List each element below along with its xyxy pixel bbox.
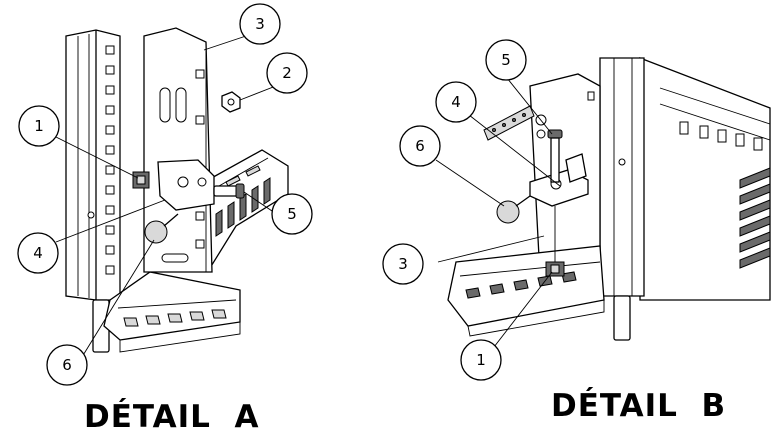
knob-part-6-b: [496, 195, 531, 224]
callout-a-2: 2: [266, 52, 308, 94]
callout-b-1: 1: [460, 339, 502, 381]
callout-b-4-label: 4: [451, 93, 461, 111]
vertical-post-b: [599, 57, 645, 341]
callout-a-3: 3: [239, 3, 281, 45]
ruler-strip: [483, 105, 535, 141]
callout-b-5: 5: [485, 39, 527, 81]
base-rail: [103, 271, 241, 353]
bolt-part-5: [213, 183, 245, 199]
callout-a-6-label: 6: [62, 356, 72, 374]
cage-nut-part-1: [132, 171, 150, 189]
callout-a-5: 5: [271, 193, 313, 235]
detail-b-drawing: 5 4 6 3 1: [382, 39, 771, 381]
callout-b-1-label: 1: [476, 351, 486, 369]
cross-beam: [199, 149, 289, 270]
cabinet-frame: [639, 57, 771, 301]
callout-a-3-label: 3: [255, 15, 265, 33]
callout-a-4-label: 4: [33, 244, 43, 262]
bracket-part-4-b: [529, 153, 589, 207]
callout-b-5-label: 5: [501, 51, 511, 69]
post-mounting-holes: [87, 45, 115, 275]
callout-a-1-label: 1: [34, 117, 44, 135]
detail-b-title: DÉTAIL B: [551, 388, 727, 424]
callout-a-6: 6: [46, 344, 88, 386]
bottom-rail-b: [447, 245, 605, 337]
bracket-part-4: [157, 159, 215, 211]
front-mounting-plate: [143, 27, 213, 273]
detail-b-leader-lines: [435, 77, 561, 348]
callout-a-2-label: 2: [282, 64, 292, 82]
callout-b-3-label: 3: [398, 255, 408, 273]
callout-a-4: 4: [17, 232, 59, 274]
detail-a-drawing: 1 2 3 4 5 6: [17, 3, 313, 386]
callout-b-6-label: 6: [415, 137, 425, 155]
callout-b-3: 3: [382, 243, 424, 285]
hex-nut-part-2: [221, 91, 241, 113]
cage-nut-part-1-b: [545, 261, 565, 277]
callout-b-4: 4: [435, 81, 477, 123]
knob-part-6: [144, 213, 179, 244]
detail-a-leader-lines: [55, 35, 287, 358]
callout-a-5-label: 5: [287, 205, 297, 223]
callout-a-1: 1: [18, 105, 60, 147]
detail-a-title: DÉTAIL A: [84, 399, 260, 435]
callout-b-6: 6: [399, 125, 441, 167]
